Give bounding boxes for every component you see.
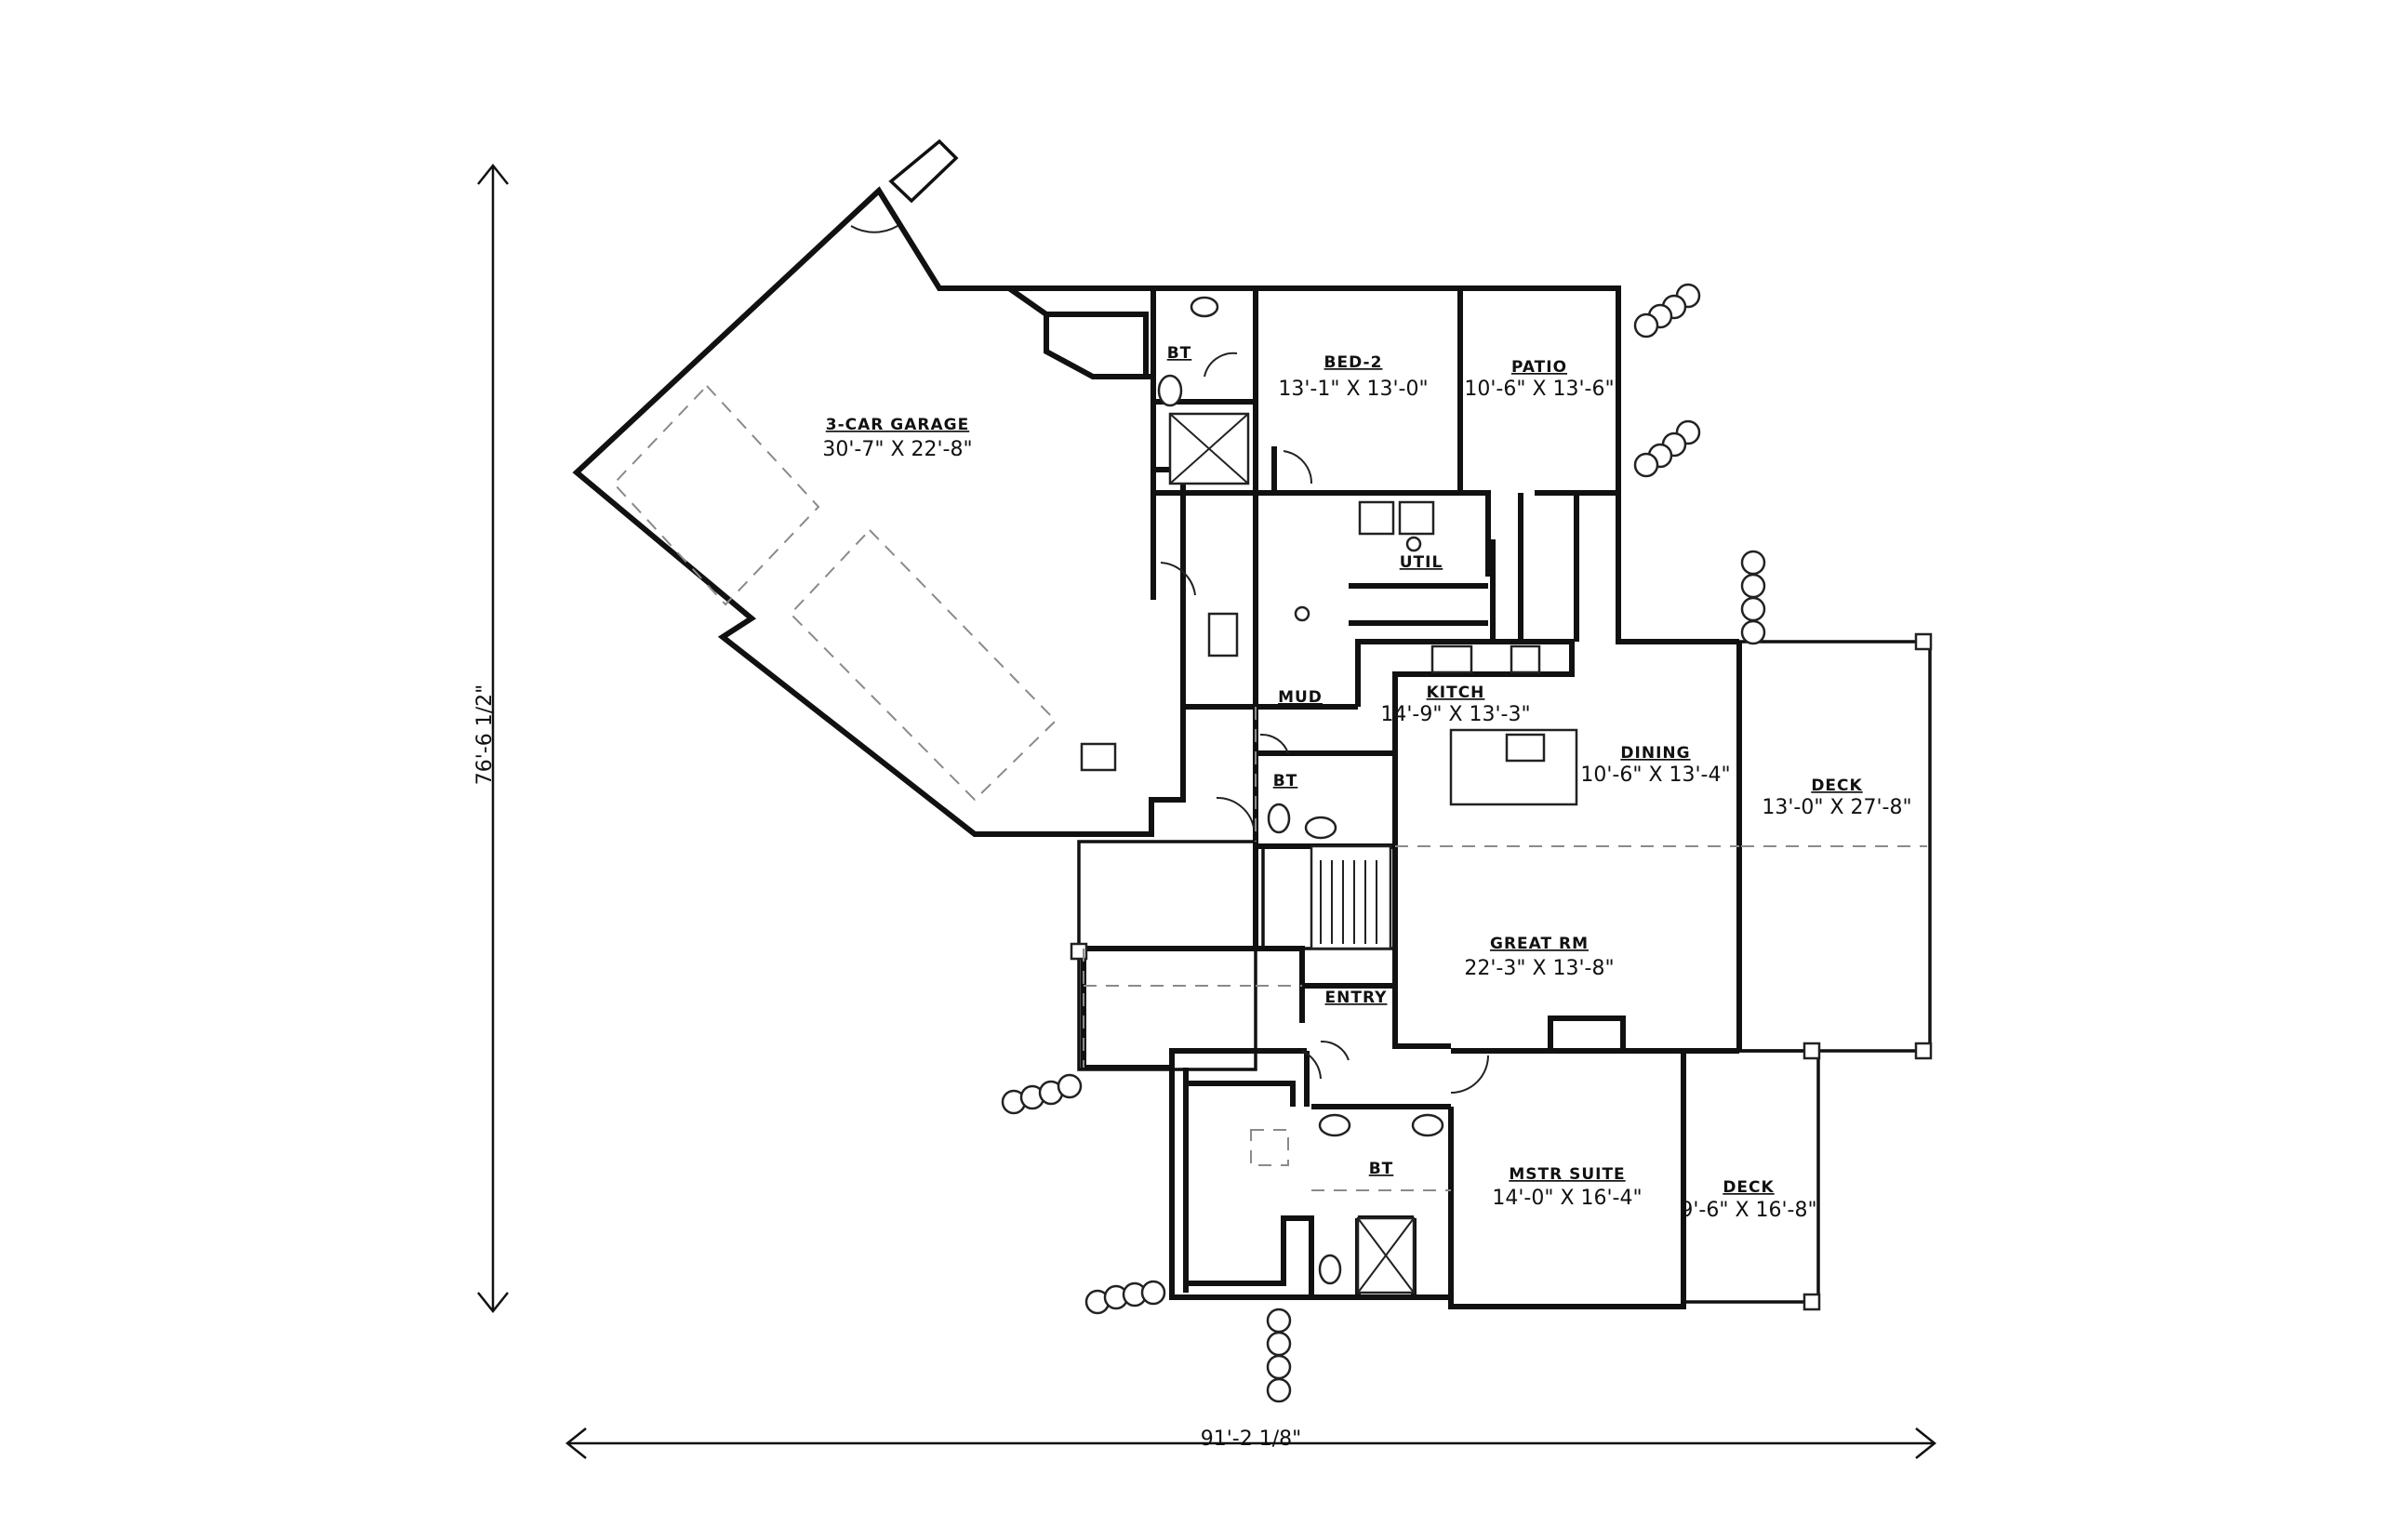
patio-name: PATIO xyxy=(1511,358,1567,377)
garage-size: 30'-7" X 22'-8" xyxy=(822,438,972,461)
deck-outlines xyxy=(1070,632,1933,1311)
deck-small-size: 9'-6" X 16'-8" xyxy=(1680,1199,1816,1222)
dimension-horizontal xyxy=(565,1427,1937,1459)
sink-icon xyxy=(1190,296,1219,318)
entry-name: ENTRY xyxy=(1325,989,1388,1007)
dashed-guides xyxy=(1255,707,1739,1191)
bed2-name: BED-2 xyxy=(1324,353,1383,372)
great-room-name: GREAT RM xyxy=(1490,935,1589,953)
patio-size: 10'-6" X 13'-6" xyxy=(1464,378,1614,401)
kitchen-size: 14'-9" X 13'-3" xyxy=(1380,703,1530,726)
master-suite-size: 14'-0" X 16'-4" xyxy=(1492,1187,1642,1210)
stair-icon xyxy=(1310,844,1392,950)
garage-name: 3-CAR GARAGE xyxy=(826,416,969,434)
tub-icon xyxy=(1207,612,1239,657)
bath-mid-name: BT xyxy=(1273,772,1298,790)
sink-icon xyxy=(1304,816,1337,840)
overall-width-label: 91'-2 1/8" xyxy=(1201,1427,1302,1451)
master-suite-name: MSTR SUITE xyxy=(1509,1165,1625,1184)
bath-upper-name: BT xyxy=(1167,344,1192,363)
toilet-icon xyxy=(1318,1254,1342,1285)
deck-small-name: DECK xyxy=(1723,1178,1774,1197)
toilet-icon xyxy=(1157,374,1183,407)
dining-size: 10'-6" X 13'-4" xyxy=(1580,763,1730,787)
deck-main-size: 13'-0" X 27'-8" xyxy=(1762,796,1911,819)
bath-master-name: BT xyxy=(1369,1160,1394,1178)
dimension-vertical xyxy=(477,163,509,1314)
dining-name: DINING xyxy=(1620,744,1690,763)
deck-main-name: DECK xyxy=(1811,777,1862,795)
mud-name: MUD xyxy=(1278,688,1323,707)
bed2-size: 13'-1" X 13'-0" xyxy=(1278,378,1428,401)
dishwasher-icon xyxy=(1510,644,1541,674)
great-room-size: 22'-3" X 13'-8" xyxy=(1464,957,1614,980)
range-icon xyxy=(1430,644,1473,674)
door-swing-icon xyxy=(1160,352,1489,1094)
sink-icon xyxy=(1505,733,1546,763)
kitchen-name: KITCH xyxy=(1427,684,1485,702)
util-name: UTIL xyxy=(1400,553,1443,572)
sink-icon xyxy=(1318,1113,1351,1137)
floor-drain-icon xyxy=(1080,742,1117,772)
garage-walls xyxy=(572,139,1186,837)
overall-depth-label: 76'-6 1/2" xyxy=(473,684,497,786)
toilet-icon xyxy=(1267,803,1291,834)
washer-icon xyxy=(1358,500,1395,536)
shrub-icon xyxy=(1001,283,1766,1403)
house-walls xyxy=(1009,285,1742,1309)
sink-icon xyxy=(1411,1113,1444,1137)
dryer-icon xyxy=(1398,500,1435,536)
fixtures xyxy=(1157,296,1578,1294)
